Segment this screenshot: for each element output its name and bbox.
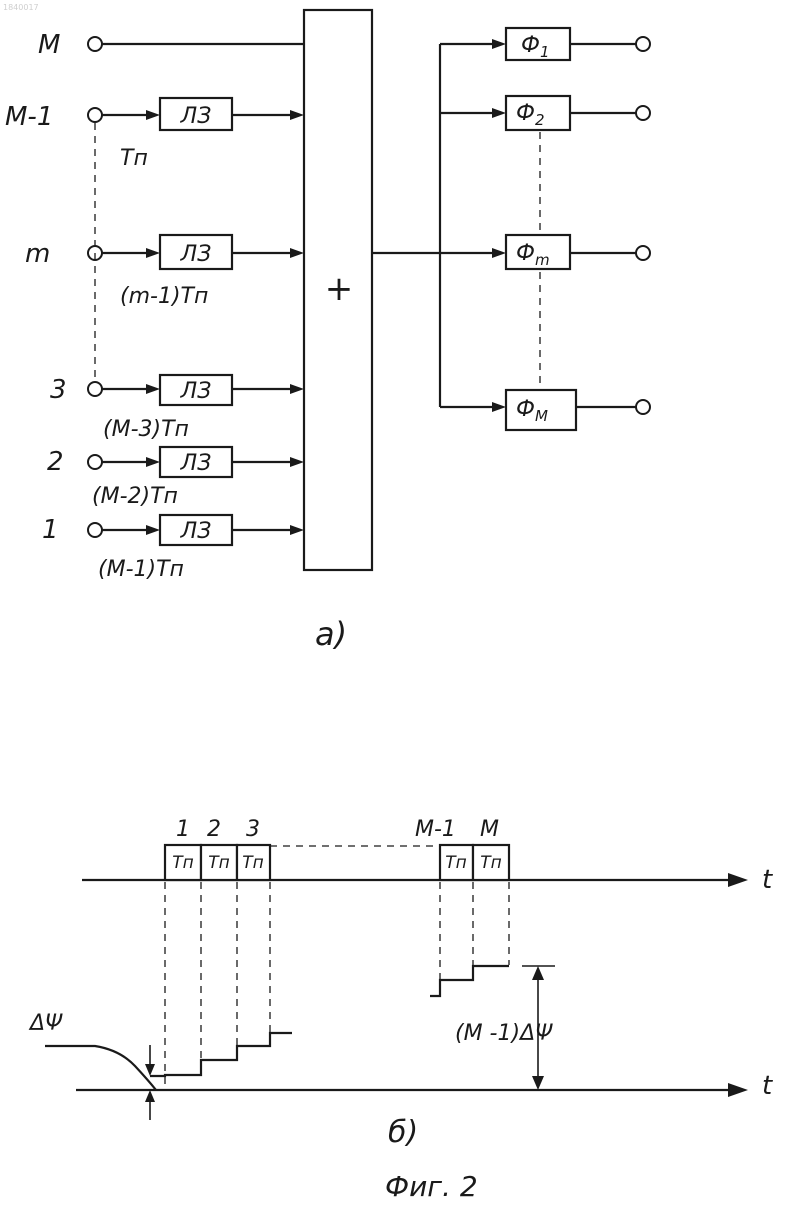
adder-symbol: + (325, 269, 354, 309)
time-slot-label: Тп (480, 853, 502, 873)
filter-row-M: ФМ (440, 390, 650, 430)
delay-line-label: ЛЗ (180, 104, 212, 129)
time-slot-label: Тп (208, 853, 230, 873)
input-row-1: 1 ЛЗ (М-1)Тп (42, 515, 304, 582)
input-label-M: М (38, 30, 60, 60)
input-terminal-2 (88, 455, 102, 469)
input-row-3: 3 ЛЗ (М-3)Тп (50, 375, 304, 442)
delay-value-3: (М-3)Тп (103, 417, 189, 442)
output-terminal (636, 400, 650, 414)
output-terminal (636, 106, 650, 120)
input-label-m: m (25, 239, 50, 269)
phase-curve (45, 1046, 156, 1090)
caption-a: а) (315, 615, 347, 653)
delay-value-1: (М-1)Тп (98, 557, 184, 582)
delay-value-m: (m-1)Тп (120, 284, 208, 309)
phase-staircase (150, 1033, 292, 1076)
input-terminal-M (88, 37, 102, 51)
delay-value-M-1: Тп (120, 146, 148, 171)
slot-number: М-1 (415, 817, 456, 842)
output-terminal (636, 246, 650, 260)
filter-row-2: Ф2 (440, 96, 650, 130)
input-label-1: 1 (42, 515, 59, 545)
input-terminal-1 (88, 523, 102, 537)
slot-number: 3 (246, 817, 260, 842)
time-slot-label: Тп (242, 853, 264, 873)
input-terminal-M-1 (88, 108, 102, 122)
time-axis-label-bottom: t (762, 1071, 773, 1101)
input-label-3: 3 (50, 375, 67, 405)
delay-value-2: (М-2)Тп (92, 484, 178, 509)
diagram-part-a: + М М-1 ЛЗ Тп m ЛЗ (5, 10, 650, 653)
delay-line-label: ЛЗ (180, 519, 212, 544)
phase-staircase-end (430, 966, 509, 996)
slot-number: 1 (176, 817, 190, 842)
phase-total-label: (М -1)ΔΨ (455, 1021, 553, 1046)
delay-line-label: ЛЗ (180, 451, 212, 476)
slot-number: 2 (207, 817, 221, 842)
filter-row-1: Ф1 (440, 28, 650, 61)
input-row-m: m ЛЗ (m-1)Тп (25, 235, 304, 309)
time-slot-label: Тп (172, 853, 194, 873)
figure-caption: Фиг. 2 (385, 1170, 478, 1203)
time-slot-label: Тп (445, 853, 467, 873)
input-label-2: 2 (47, 447, 64, 477)
slot-number: М (480, 817, 499, 842)
watermark: 1840017 (3, 3, 39, 12)
input-row-M: М (38, 30, 304, 60)
diagram-part-b: t 1 2 3 М-1 М Тп Тп Тп Тп Тп t ΔΨ (28, 817, 773, 1150)
input-row-2: 2 ЛЗ (М-2)Тп (47, 447, 304, 509)
filter-row-m: Фm (440, 235, 650, 269)
phase-step-label: ΔΨ (28, 1011, 63, 1036)
time-axis-label-top: t (762, 865, 773, 895)
output-terminal (636, 37, 650, 51)
delay-line-label: ЛЗ (180, 242, 212, 267)
input-terminal-3 (88, 382, 102, 396)
caption-b: б) (388, 1115, 418, 1150)
input-label-M-1: М-1 (5, 102, 53, 132)
input-row-M-1: М-1 ЛЗ Тп (5, 98, 304, 171)
delay-line-label: ЛЗ (180, 379, 212, 404)
